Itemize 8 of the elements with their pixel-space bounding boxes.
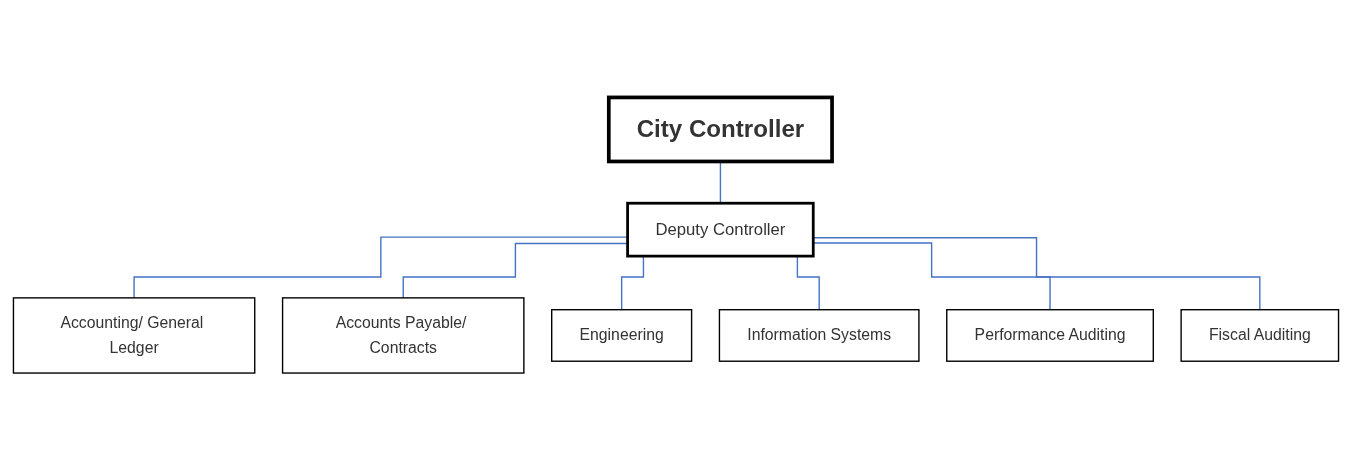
node-box: City Controller — [606, 95, 834, 164]
node-box: Performance Auditing — [946, 309, 1154, 363]
node-box: Information Systems — [718, 309, 920, 363]
node-box: Engineering — [551, 309, 693, 363]
node-box: Fiscal Auditing — [1180, 309, 1340, 363]
node-box: Accounts Payable/ Contracts — [281, 297, 525, 374]
node-box: Deputy Controller — [626, 202, 815, 258]
node-box: Accounting/ General Ledger — [12, 297, 256, 374]
